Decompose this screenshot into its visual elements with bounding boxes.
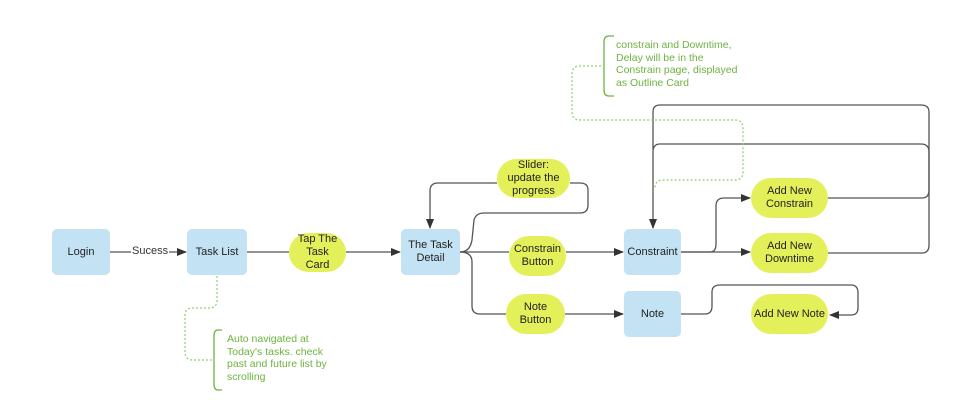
- edge-label-success: Sucess: [131, 245, 170, 257]
- node-slider-label: Slider: update the progress: [507, 159, 560, 197]
- node-constraint[interactable]: Constraint: [624, 229, 681, 275]
- node-note-button[interactable]: Note Button: [506, 294, 565, 334]
- node-task-detail[interactable]: The Task Detail: [401, 229, 460, 275]
- edge-add-constrain-return: [649, 143, 930, 229]
- annotation-connector-task-list: [184, 276, 218, 361]
- node-add-new-downtime[interactable]: Add New Downtime: [751, 233, 828, 273]
- node-task-list-label: Task List: [195, 245, 239, 258]
- node-task-list[interactable]: Task List: [187, 229, 247, 275]
- node-add-new-downtime-label: Add New Downtime: [765, 240, 814, 265]
- node-login[interactable]: Login: [52, 229, 110, 275]
- node-add-new-note[interactable]: Add New Note: [751, 294, 828, 334]
- node-constraint-label: Constraint: [627, 245, 678, 258]
- node-add-new-constrain[interactable]: Add New Constrain: [751, 178, 828, 218]
- edge-note-add-note: [681, 284, 859, 319]
- node-tap-task-card-label: Tap The Task Card: [297, 233, 338, 271]
- annotation-constraint: constrain and Downtime, Delay will be in…: [616, 39, 738, 89]
- annotation-bracket-task-list: [213, 329, 222, 391]
- node-note-label: Note: [640, 307, 665, 320]
- edge-detail-note-button: [459, 251, 506, 315]
- node-tap-task-card[interactable]: Tap The Task Card: [289, 233, 346, 272]
- node-login-label: Login: [67, 245, 95, 258]
- node-add-new-note-label: Add New Note: [754, 307, 825, 320]
- annotation-connector-constraint: [571, 65, 744, 189]
- node-task-detail-label: The Task Detail: [408, 239, 453, 264]
- edge-slider-detail: [426, 182, 497, 229]
- edge-add-downtime-return: [652, 104, 930, 254]
- node-constrain-button-label: Constrain Button: [513, 243, 562, 268]
- node-slider[interactable]: Slider: update the progress: [497, 159, 570, 198]
- annotation-task-list: Auto navigated at Today's tasks. check p…: [227, 333, 327, 383]
- edge-constraint-add-constrain: [681, 194, 751, 253]
- annotation-bracket-constraint: [603, 35, 614, 97]
- edge-detail-slider-loop: [459, 182, 589, 253]
- node-note[interactable]: Note: [624, 291, 681, 337]
- node-add-new-constrain-label: Add New Constrain: [765, 185, 814, 210]
- node-constrain-button[interactable]: Constrain Button: [509, 236, 566, 276]
- node-note-button-label: Note Button: [519, 301, 552, 326]
